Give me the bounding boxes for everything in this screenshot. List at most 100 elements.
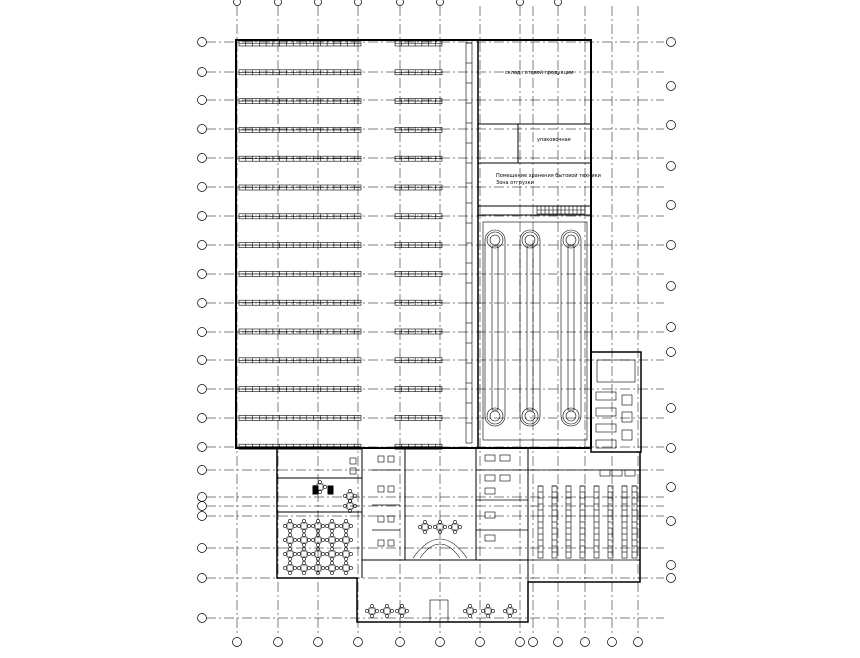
table: [484, 607, 492, 615]
table-set: [503, 604, 517, 618]
axis-bubble: [666, 347, 676, 357]
table-set: [325, 519, 339, 533]
table-set: [283, 561, 297, 575]
sanitary-fixture: [377, 539, 385, 547]
chair: [302, 533, 306, 537]
chair: [458, 525, 462, 529]
chair: [349, 524, 353, 528]
office-block: [276, 448, 641, 623]
sanitary-fixture: [377, 485, 385, 493]
rack-row: [238, 69, 362, 76]
axis-bubble: [666, 281, 676, 291]
axis-bubble: [197, 413, 207, 423]
axis-bubble: [197, 95, 207, 105]
chair: [316, 543, 320, 547]
axis-bubble: [666, 516, 676, 526]
rack-column: [465, 42, 473, 444]
chair: [423, 520, 427, 524]
chair: [486, 614, 490, 618]
conveyor-belt-inner: [491, 245, 499, 411]
table: [436, 523, 444, 531]
axis-bubble: [197, 67, 207, 77]
chair: [293, 538, 297, 542]
chair: [385, 614, 389, 618]
chair: [325, 538, 329, 542]
axis-bubble: [666, 322, 676, 332]
chair: [453, 530, 457, 534]
sanitary-fixture: [387, 485, 395, 493]
chair: [330, 561, 334, 565]
chair: [348, 489, 352, 493]
chair: [339, 552, 343, 556]
axis-bubble: [197, 465, 207, 475]
conveyor-loop: [560, 229, 582, 427]
chair: [344, 533, 348, 537]
chair: [302, 571, 306, 575]
chair: [307, 552, 311, 556]
conveyor-pulley: [524, 234, 536, 246]
axis-bubbles: [197, 0, 676, 647]
axis-bubble: [528, 637, 538, 647]
chair: [288, 547, 292, 551]
vertical-axis-lines: [236, 6, 639, 636]
chair: [481, 609, 485, 613]
rack-row: [238, 155, 362, 162]
chair: [365, 609, 369, 613]
chair: [353, 494, 357, 498]
chair: [316, 561, 320, 565]
locker-row: [565, 485, 572, 559]
chair: [375, 609, 379, 613]
chair: [283, 552, 287, 556]
conveyor-belt-inner: [526, 245, 534, 411]
rack-row: [394, 242, 443, 248]
axis-bubble: [197, 501, 207, 511]
chair: [343, 494, 347, 498]
table: [286, 536, 294, 544]
conveyor-pulley: [489, 234, 501, 246]
chair: [288, 519, 292, 523]
chair: [330, 533, 334, 537]
chair: [297, 552, 301, 556]
table-set: [325, 547, 339, 561]
chair: [283, 538, 287, 542]
chair: [513, 609, 517, 613]
rack-row: [238, 98, 362, 104]
chair: [339, 524, 343, 528]
rack-row: [394, 299, 443, 306]
desk: [484, 511, 496, 519]
chair: [353, 504, 357, 508]
chair: [330, 557, 334, 561]
chair: [370, 604, 374, 608]
chair: [297, 538, 301, 542]
chair: [344, 571, 348, 575]
rack-row: [238, 328, 362, 335]
chair: [321, 566, 325, 570]
table: [300, 536, 308, 544]
conveyor-pulley: [489, 410, 501, 422]
conveyor-pulley: [565, 410, 577, 422]
chair: [428, 525, 432, 529]
chair: [344, 519, 348, 523]
sanitary-fixture: [349, 467, 357, 475]
table: [328, 550, 336, 558]
rack-row: [394, 415, 443, 421]
table: [506, 607, 514, 615]
axis-bubble: [666, 560, 676, 570]
table: [342, 550, 350, 558]
desk: [611, 469, 623, 477]
chair: [344, 561, 348, 565]
chair: [418, 525, 422, 529]
table-set: [433, 520, 447, 534]
equipment-block: [312, 485, 319, 495]
chair: [283, 524, 287, 528]
chair: [302, 543, 306, 547]
chair: [349, 538, 353, 542]
axis-bubble: [435, 637, 445, 647]
chair: [311, 538, 315, 542]
chair: [380, 609, 384, 613]
table: [286, 522, 294, 530]
chair: [344, 557, 348, 561]
table-set: [311, 519, 325, 533]
chair: [400, 604, 404, 608]
table-set: [339, 519, 353, 533]
